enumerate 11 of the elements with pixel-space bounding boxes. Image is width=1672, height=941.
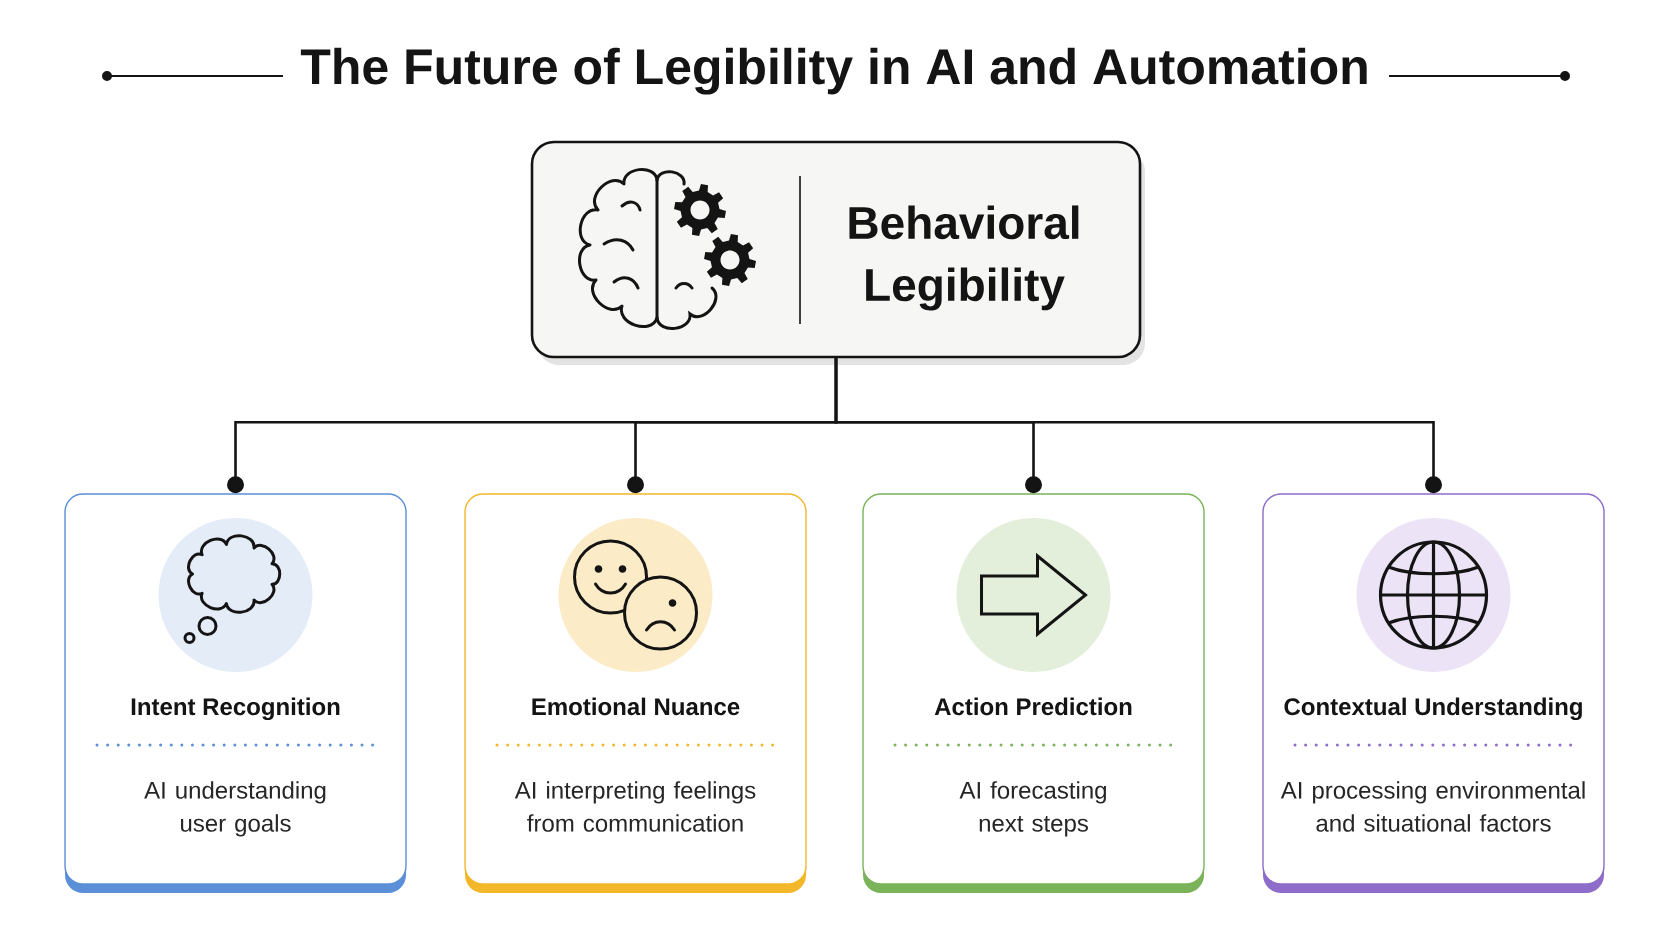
- process-box: Behavioral Legibility: [530, 140, 1145, 365]
- card-description: AI processing environmental and situational factors: [1280, 781, 1585, 832]
- card-description: AI interpreting feelings from communication: [514, 781, 756, 832]
- card-description: AI forecasting next steps: [959, 781, 1106, 837]
- card-description: AI understanding user goals: [144, 781, 326, 837]
- connector: [834, 358, 1442, 494]
- card-heading: Contextual Understanding: [1284, 697, 1582, 721]
- title: The Future of Legibility in AI and Automation: [300, 47, 1367, 95]
- card-heading: Action Prediction: [934, 697, 1132, 716]
- card-heading: Emotional Nuance: [532, 697, 740, 716]
- card-heading: Intent Recognition: [131, 697, 340, 721]
